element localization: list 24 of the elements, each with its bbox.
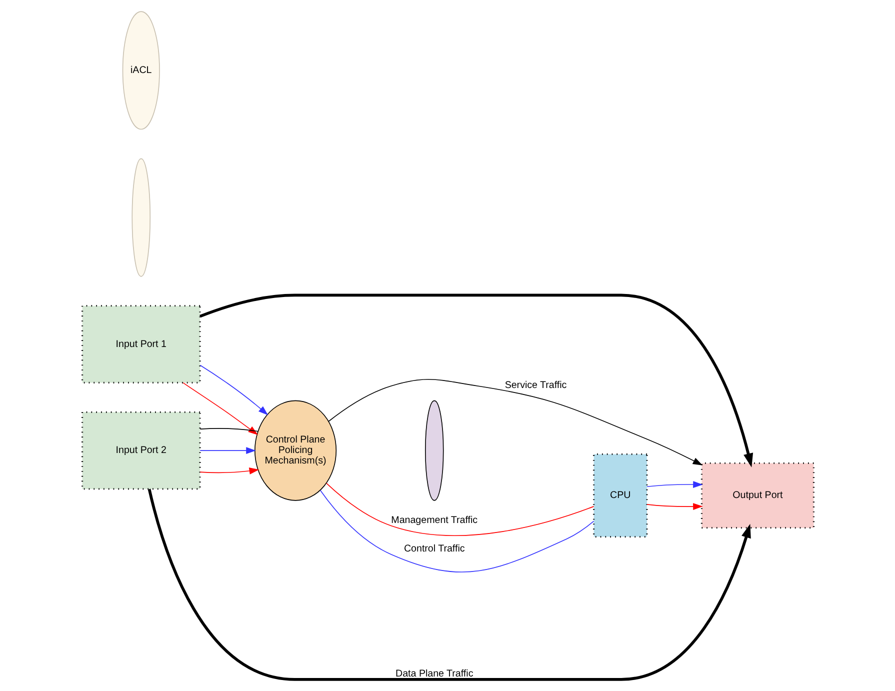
arrow [646, 503, 702, 510]
arrow [199, 447, 256, 454]
edge-label: Control Traffic [403, 544, 464, 555]
node-box: CPU [592, 453, 648, 538]
arrow [182, 382, 258, 435]
node-box: Input Port 2 [80, 411, 200, 490]
node-ellipse: iACL [122, 11, 160, 130]
connector [319, 490, 594, 572]
connector [199, 428, 258, 432]
connector [326, 482, 594, 536]
edge-label: Service Traffic [504, 380, 566, 392]
edge-label: Data Plane Traffic [395, 668, 473, 680]
arrow [199, 468, 259, 474]
arrow [147, 488, 750, 681]
edge-label: Management Traffic [390, 514, 478, 526]
arrow [199, 294, 753, 468]
arrow [328, 378, 702, 466]
node-box: Input Port 1 [80, 305, 200, 384]
arrow [199, 364, 268, 416]
arrow [646, 481, 702, 488]
node-ellipse [424, 400, 444, 501]
node-ellipse: Control Plane Policing Mechanism(s) [254, 400, 336, 501]
node-ellipse [131, 158, 150, 277]
node-box: Output Port [700, 462, 814, 529]
